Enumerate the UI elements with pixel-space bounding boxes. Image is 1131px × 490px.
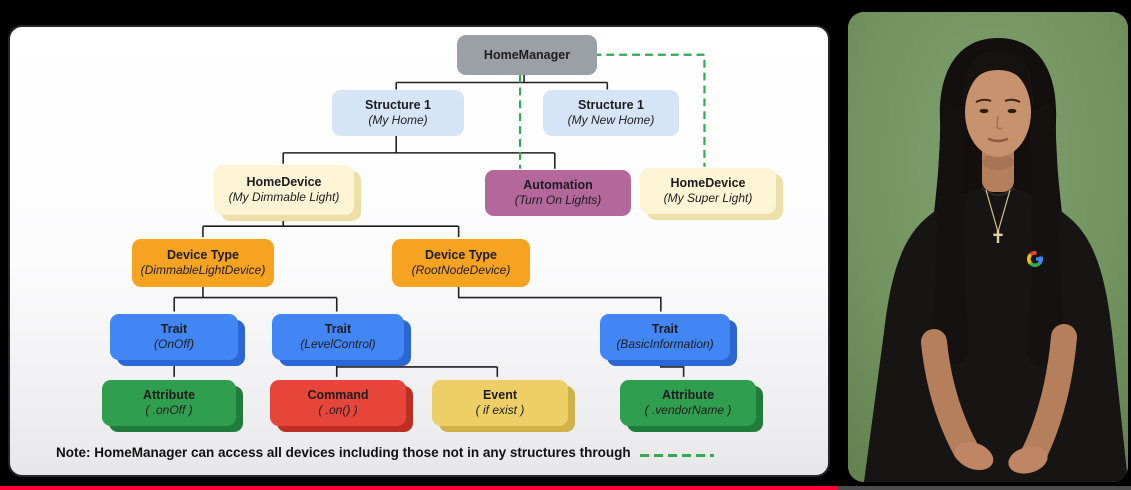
diagram-panel: HomeManager Structure 1 (My Home) Struct… — [8, 25, 830, 477]
eyebrow-left — [975, 98, 992, 103]
hair-strand-left — [933, 102, 969, 365]
node-event-if-exist: Event ( if exist ) — [432, 380, 568, 426]
dashed-line-legend-icon — [640, 454, 714, 457]
node-title: Automation — [523, 178, 593, 193]
mouth — [987, 137, 1009, 143]
node-subtitle: (DimmableLightDevice) — [140, 263, 266, 278]
solid-connectors — [173, 74, 685, 377]
node-structure-my-new-home: Structure 1 (My New Home) — [543, 90, 679, 136]
node-subtitle: (BasicInformation) — [616, 337, 714, 352]
node-subtitle: ( .on() ) — [318, 403, 358, 418]
connector-lines — [173, 53, 706, 377]
node-title: Command — [307, 388, 369, 403]
presenter-face — [965, 67, 1031, 157]
node-title: Structure 1 — [365, 98, 431, 113]
node-devicetype-rootnodedevice: Device Type (RootNodeDevice) — [392, 239, 530, 287]
shirt-collar — [981, 187, 1015, 196]
neck-shadow — [982, 154, 1014, 170]
node-structure-my-home: Structure 1 (My Home) — [332, 90, 464, 136]
hair-fringe — [962, 50, 1034, 110]
footnote: Note: HomeManager can access all devices… — [56, 445, 631, 460]
node-homedevice-my-dimmable-light: HomeDevice (My Dimmable Light) — [214, 165, 354, 215]
forearm-left — [921, 329, 979, 463]
node-subtitle: (My Home) — [368, 113, 428, 128]
node-title: Trait — [651, 322, 679, 337]
hair-strand-right — [1027, 102, 1063, 367]
node-subtitle: (OnOff) — [153, 337, 194, 352]
node-trait-onoff: Trait (OnOff) — [110, 314, 238, 360]
forearm-right — [1021, 324, 1077, 467]
node-title: Attribute — [661, 388, 715, 403]
node-homedevice-my-super-light: HomeDevice (My Super Light) — [640, 168, 776, 214]
node-trait-basicinformation: Trait (BasicInformation) — [600, 314, 730, 360]
google-g-logo-icon — [1026, 250, 1044, 268]
node-subtitle: (LevelControl) — [300, 337, 376, 352]
node-title: HomeManager — [483, 47, 571, 62]
node-title: Structure 1 — [578, 98, 644, 113]
node-homemanager: HomeManager — [457, 35, 597, 75]
node-title: Event — [482, 388, 518, 403]
node-subtitle: ( if exist ) — [475, 403, 525, 418]
presenter-panel — [848, 12, 1128, 482]
presenter-illustration — [848, 12, 1128, 482]
node-command-on: Command ( .on() ) — [270, 380, 406, 426]
node-subtitle: (RootNodeDevice) — [411, 263, 511, 278]
node-title: Device Type — [166, 248, 240, 263]
node-title: HomeDevice — [246, 175, 322, 190]
eye-right — [1007, 108, 1017, 114]
node-subtitle: ( .onOff ) — [145, 403, 193, 418]
node-subtitle: (Turn On Lights) — [514, 193, 602, 208]
node-title: HomeDevice — [670, 176, 746, 191]
dashed-access-connectors — [519, 53, 706, 169]
cross-pendant-icon — [993, 230, 1003, 243]
node-subtitle: ( .vendorName ) — [644, 403, 732, 418]
node-devicetype-dimmablelightdevice: Device Type (DimmableLightDevice) — [132, 239, 274, 287]
video-progress-played[interactable] — [0, 486, 837, 490]
node-attribute-onoff: Attribute ( .onOff ) — [102, 380, 236, 426]
node-title: Trait — [160, 322, 188, 337]
video-progress-bar[interactable] — [0, 486, 1131, 490]
hand-left — [954, 441, 994, 471]
nose — [996, 115, 1003, 130]
eyebrow-right — [1004, 98, 1021, 103]
hand-right — [1008, 446, 1048, 474]
node-subtitle: (My Super Light) — [663, 191, 753, 206]
node-trait-levelcontrol: Trait (LevelControl) — [272, 314, 404, 360]
node-attribute-vendorname: Attribute ( .vendorName ) — [620, 380, 756, 426]
node-title: Trait — [324, 322, 352, 337]
node-subtitle: (My New Home) — [567, 113, 655, 128]
eye-left — [979, 108, 989, 114]
node-title: Device Type — [424, 248, 498, 263]
node-automation-turn-on-lights: Automation (Turn On Lights) — [485, 170, 631, 216]
node-title: Attribute — [142, 388, 196, 403]
node-subtitle: (My Dimmable Light) — [228, 190, 340, 205]
